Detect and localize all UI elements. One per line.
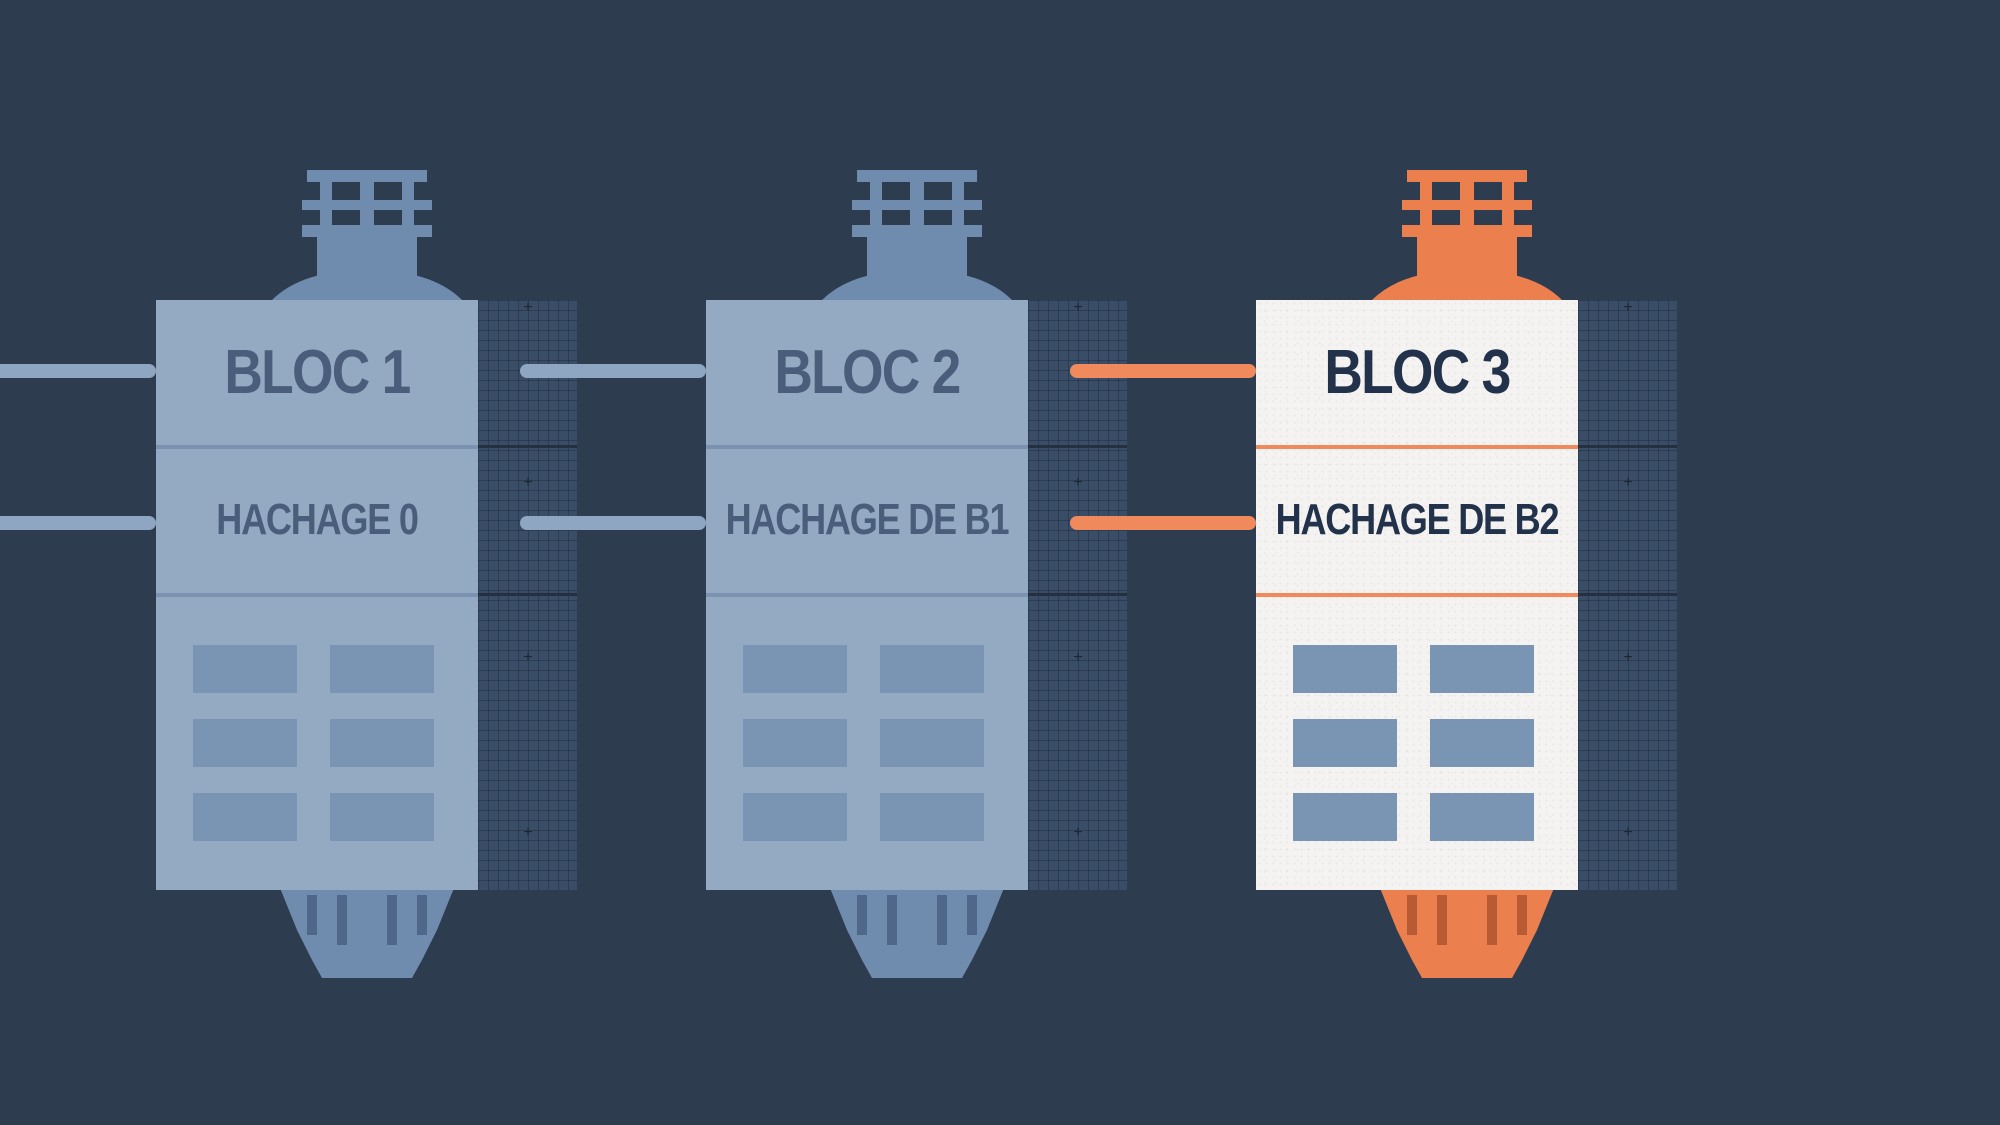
data-cell	[880, 719, 984, 767]
block-3: BLOC 3 HACHAGE DE B2	[1256, 300, 1578, 890]
plus-icon: +	[1623, 649, 1633, 666]
data-cell	[1430, 719, 1534, 767]
data-cell	[330, 719, 434, 767]
data-cell	[193, 719, 297, 767]
data-cell	[1293, 793, 1397, 841]
plus-icon: +	[1623, 824, 1633, 841]
block-divider	[1256, 445, 1578, 449]
block-divider	[156, 593, 478, 597]
data-cell	[743, 719, 847, 767]
data-cell	[1430, 645, 1534, 693]
block-divider	[706, 593, 1028, 597]
block-divider	[1256, 593, 1578, 597]
data-cell	[1293, 645, 1397, 693]
plus-icon: +	[1073, 824, 1083, 841]
block-1: BLOC 1 HACHAGE 0	[156, 300, 478, 890]
link-into-block-1-title	[0, 364, 156, 378]
block-3-side-panel: + + + +	[1578, 300, 1677, 890]
plus-icon: +	[523, 299, 533, 316]
plus-icon: +	[1073, 649, 1083, 666]
block-2-title: BLOC 2	[774, 338, 961, 407]
block-1-side-panel: + + + +	[478, 300, 577, 890]
plus-icon: +	[1073, 474, 1083, 491]
link-block-2-to-block-3-title	[1070, 364, 1256, 378]
data-cell	[743, 793, 847, 841]
data-cell	[1430, 793, 1534, 841]
plus-icon: +	[1623, 299, 1633, 316]
data-cell	[880, 645, 984, 693]
data-cell	[743, 645, 847, 693]
link-into-block-1-hash	[0, 516, 156, 530]
link-block-1-to-block-2-hash	[520, 516, 706, 530]
plus-icon: +	[523, 649, 533, 666]
plus-icon: +	[1623, 474, 1633, 491]
block-divider	[706, 445, 1028, 449]
link-block-1-to-block-2-title	[520, 364, 706, 378]
block-1-hash-label: HACHAGE 0	[216, 495, 419, 544]
block-3-hash-label: HACHAGE DE B2	[1275, 495, 1560, 544]
block-3-title: BLOC 3	[1324, 338, 1511, 407]
data-cell	[330, 645, 434, 693]
data-cell	[330, 793, 434, 841]
link-block-2-to-block-3-hash	[1070, 516, 1256, 530]
plus-icon: +	[1073, 299, 1083, 316]
block-2: BLOC 2 HACHAGE DE B1	[706, 300, 1028, 890]
data-cell	[880, 793, 984, 841]
data-cell	[193, 645, 297, 693]
block-2-hash-label: HACHAGE DE B1	[725, 495, 1010, 544]
plus-icon: +	[523, 824, 533, 841]
data-cell	[193, 793, 297, 841]
plus-icon: +	[523, 474, 533, 491]
block-2-side-panel: + + + +	[1028, 300, 1127, 890]
block-divider	[156, 445, 478, 449]
block-1-title: BLOC 1	[224, 338, 411, 407]
data-cell	[1293, 719, 1397, 767]
